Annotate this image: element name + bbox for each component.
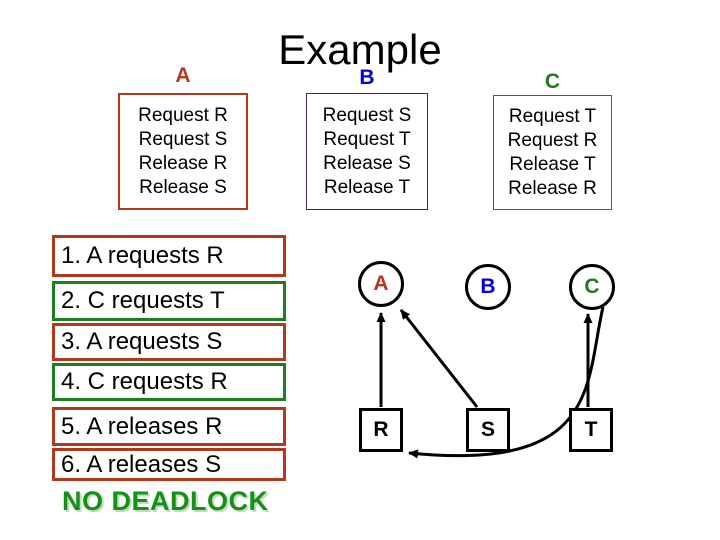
process-b-step-3: Release S	[323, 152, 411, 174]
process-a-step-2: Request S	[138, 128, 228, 150]
timeline-step-5: 5. A releases R	[52, 407, 286, 446]
process-b-step-2: Request T	[323, 128, 411, 150]
process-c-step-4: Release R	[508, 177, 597, 199]
graph-resource-node-S: S	[466, 408, 510, 452]
process-c-box: Request T Request R Release T Release R	[493, 95, 612, 210]
process-a-label: A	[175, 64, 191, 87]
process-c-step-1: Request T	[508, 105, 597, 127]
graph-resource-node-T: T	[569, 408, 613, 452]
graph-process-node-A: A	[358, 261, 404, 307]
process-b-box: Request S Request T Release S Release T	[306, 93, 428, 210]
process-c-step-2: Request R	[507, 129, 598, 151]
process-c-step-3: Release T	[509, 153, 596, 175]
process-b-step-1: Request S	[322, 104, 412, 126]
timeline-step-3: 3. A requests S	[52, 323, 286, 361]
process-b-label: B	[359, 66, 375, 89]
process-a-step-4: Release S	[139, 176, 227, 198]
timeline-step-6: 6. A releases S	[52, 448, 286, 481]
graph-process-node-B: B	[465, 264, 511, 310]
timeline-step-1: 1. A requests R	[52, 235, 286, 277]
slide-title: Example	[278, 26, 442, 73]
process-c-label: C	[544, 70, 561, 93]
process-a-step-1: Request R	[138, 104, 228, 126]
timeline-step-2: 2. C requests T	[52, 281, 286, 321]
graph-process-node-C: C	[569, 264, 615, 310]
process-a-box: Request R Request S Release R Release S	[118, 93, 248, 210]
edge-assignment-S-to-A	[399, 309, 479, 408]
process-b-step-4: Release T	[323, 176, 411, 198]
timeline-step-4: 4. C requests R	[52, 363, 286, 401]
graph-resource-node-R: R	[359, 408, 403, 452]
process-a-step-3: Release R	[138, 152, 228, 174]
no-deadlock-text: NO DEADLOCK	[62, 486, 269, 516]
